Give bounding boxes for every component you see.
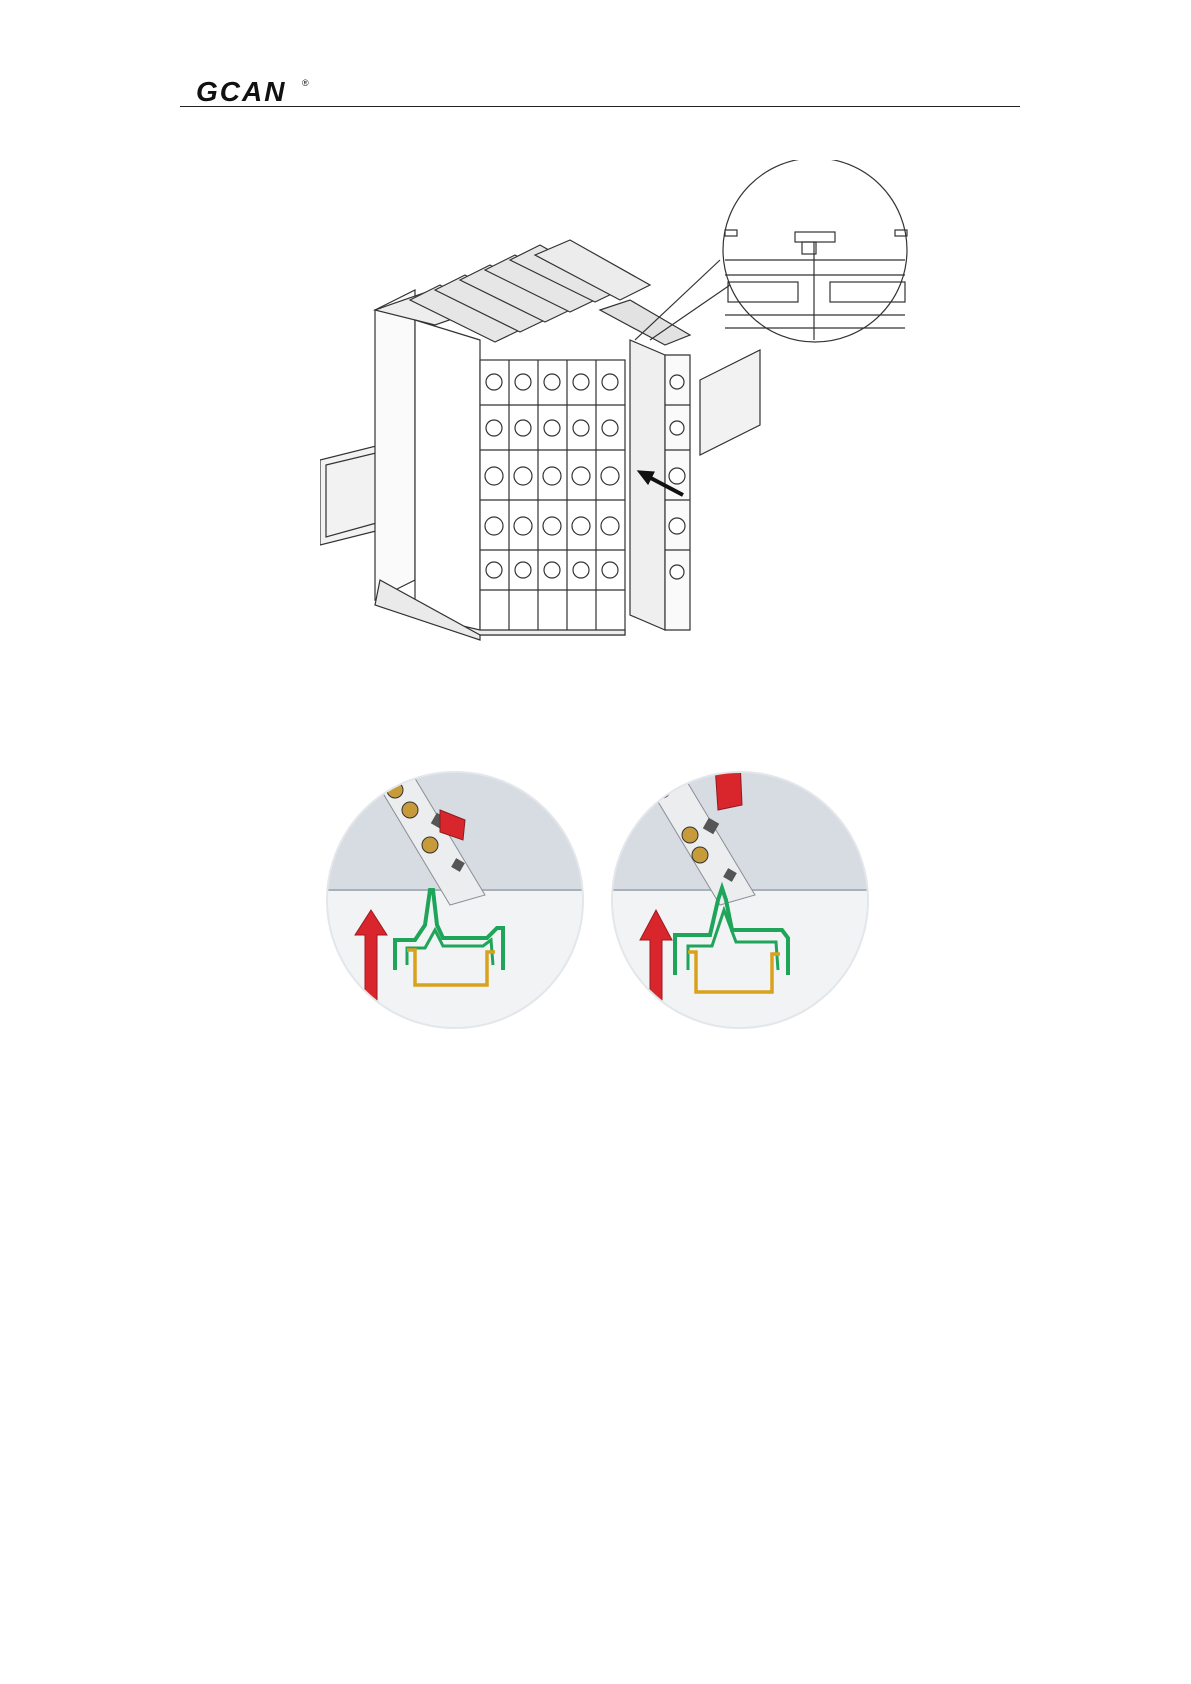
gcan-logo: GCAN ® [196,76,326,106]
page-header: GCAN ® [180,70,1020,112]
release-lever-pulled-figure [600,760,880,1040]
release-lever-locked-figure [315,760,595,1040]
din-rail-clip-released-icon [600,760,880,1040]
logo-registered-mark: ® [302,78,309,88]
logo-text: GCAN [196,76,286,106]
header-divider [180,106,1020,107]
terminal-modules-figure [320,160,1000,700]
din-rail-clip-locked-icon [315,760,595,1040]
terminal-block-assembly-icon [320,160,1000,700]
gcan-logo-mark-icon: GCAN ® [196,76,309,106]
